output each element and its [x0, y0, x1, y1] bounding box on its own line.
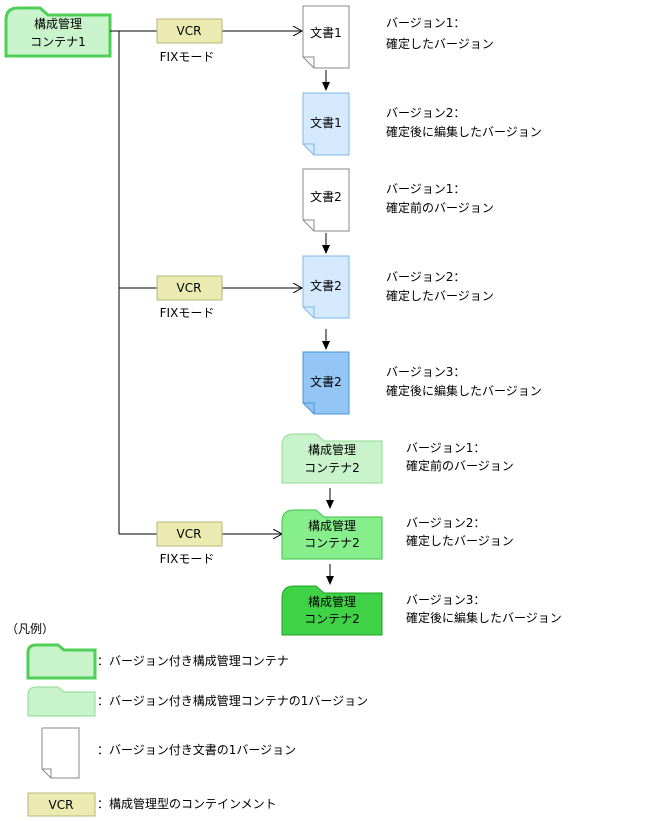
legend-text: ：バージョン付き文書の1バージョン [97, 742, 296, 757]
version-arrows [322, 70, 334, 585]
container-2-v3: 構成管理 コンテナ2 [281, 585, 383, 636]
document-version-label: バージョン2： [386, 270, 465, 284]
document-2-v2: 文書2 [302, 255, 350, 319]
fix-mode-label: FIXモード [160, 552, 215, 566]
connector-lines [110, 31, 302, 534]
root-container: 構成管理 コンテナ1 [4, 6, 112, 58]
container-version-desc: 確定前のバージョン [406, 458, 514, 473]
container-line1: 構成管理 [308, 594, 356, 609]
document-title: 文書1 [310, 115, 342, 130]
document-version-icon [41, 727, 80, 779]
document-version-desc: 確定前のバージョン [386, 200, 494, 215]
container-line2: コンテナ2 [304, 461, 360, 475]
container-version-desc: 確定したバージョン [406, 533, 514, 548]
container-descriptions: バージョン1： 確定前のバージョン バージョン2： 確定したバージョン バージョ… [406, 441, 562, 625]
container-version-label: バージョン1： [406, 441, 485, 455]
document-version-label: バージョン1： [386, 182, 465, 196]
document-title: 文書2 [310, 189, 342, 204]
vcr-label: VCR [177, 527, 202, 541]
container-line2: コンテナ2 [304, 536, 360, 550]
document-title: 文書2 [310, 278, 342, 293]
document-version-label: バージョン3： [386, 365, 465, 379]
vcr-icon: VCR [27, 792, 96, 817]
container-version-desc: 確定後に編集したバージョン [406, 610, 562, 625]
document-title: 文書1 [310, 25, 342, 40]
container-2-v2: 構成管理 コンテナ2 [281, 509, 383, 560]
versioned-container-icon [26, 643, 97, 680]
legend-title: （凡例） [6, 622, 54, 636]
vcr-label: VCR [177, 24, 202, 38]
legend-text: ：構成管理型のコンテインメント [97, 796, 277, 811]
document-1-v2: 文書1 [302, 92, 350, 156]
document-version-desc: 確定したバージョン [386, 36, 494, 51]
container-version-label: バージョン3： [406, 593, 485, 607]
vcr-icon-label: VCR [49, 798, 74, 812]
container-2-v1: 構成管理 コンテナ2 [281, 433, 383, 484]
document-1-v1: 文書1 [302, 5, 350, 69]
document-2-v3: 文書2 [302, 351, 350, 415]
legend-text: ：バージョン付き構成管理コンテナ [97, 653, 289, 668]
legend: （凡例） ：バージョン付き構成管理コンテナ ：バージョン付き構成管理コンテナの1… [6, 622, 368, 817]
document-version-desc: 確定したバージョン [386, 288, 494, 303]
document-title: 文書2 [310, 374, 342, 389]
fix-mode-label: FIXモード [160, 306, 215, 320]
container-version-icon [27, 686, 96, 717]
legend-text: ：バージョン付き構成管理コンテナの1バージョン [97, 693, 368, 708]
document-version-desc: 確定後に編集したバージョン [386, 383, 542, 398]
root-container-line1: 構成管理 [34, 16, 82, 31]
root-container-line2: コンテナ1 [30, 35, 86, 49]
document-version-label: バージョン1： [386, 16, 465, 30]
document-descriptions: バージョン1： 確定したバージョン バージョン2： 確定後に編集したバージョン … [386, 16, 542, 398]
container-line1: 構成管理 [308, 518, 356, 533]
container-line2: コンテナ2 [304, 612, 360, 626]
vcr-box-3: VCR FIXモード [156, 521, 223, 566]
container-line1: 構成管理 [308, 442, 356, 457]
document-version-desc: 確定後に編集したバージョン [386, 124, 542, 139]
vcr-label: VCR [177, 281, 202, 295]
container-version-label: バージョン2： [406, 516, 485, 530]
vcr-box-2: VCR FIXモード [156, 275, 223, 320]
document-2-v1: 文書2 [302, 168, 350, 232]
vcr-box-1: VCR FIXモード [156, 18, 223, 64]
fix-mode-label: FIXモード [160, 50, 215, 64]
document-version-label: バージョン2： [386, 106, 465, 120]
